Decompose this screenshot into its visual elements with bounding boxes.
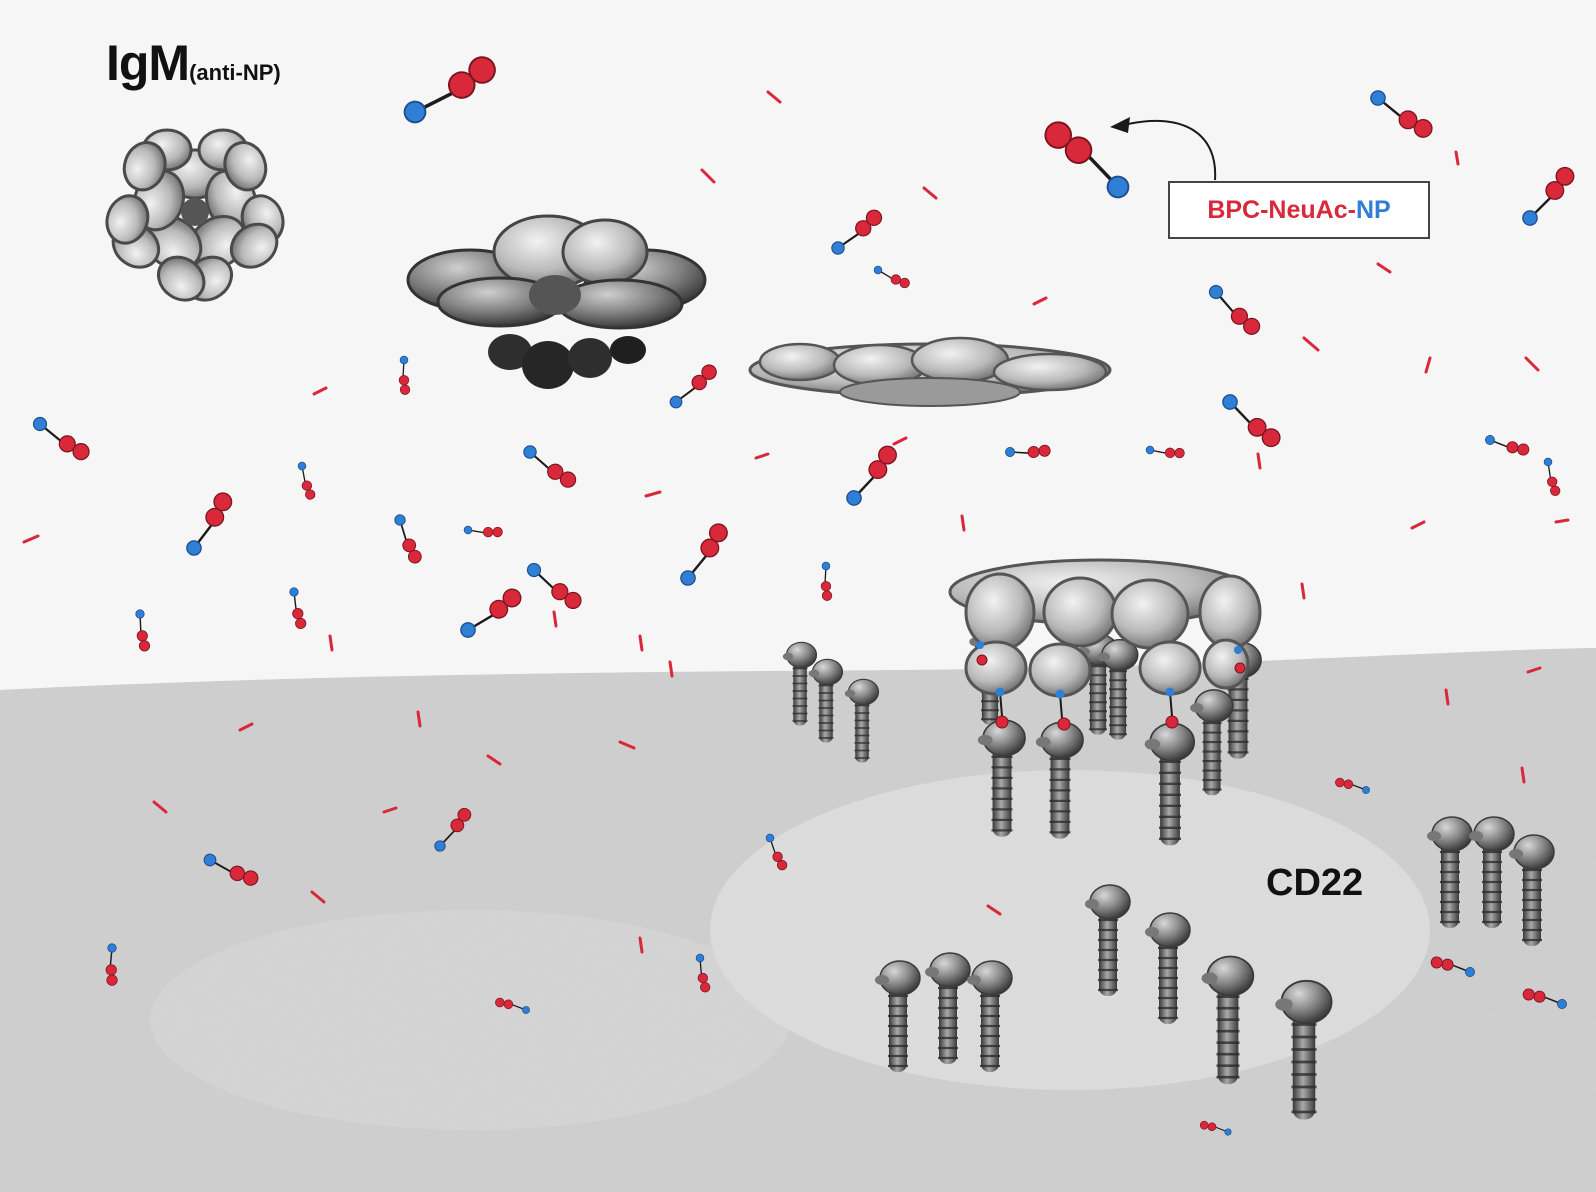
igm-top-view: [99, 128, 291, 311]
ligand-legend-box: BPC-NeuAc-NP: [1168, 181, 1430, 239]
igm-tilted-view: [406, 214, 707, 389]
cell-membrane: [0, 648, 1596, 1192]
legend-bpc-neuac: BPC-NeuAc: [1207, 195, 1348, 224]
igm-cd22-complex: [948, 558, 1263, 847]
ligand-fragments: [22, 90, 1570, 954]
igm-label-sub: (anti-NP): [189, 60, 281, 85]
legend-dash: -: [1347, 195, 1356, 224]
igm-label-main: IgM: [106, 35, 190, 91]
cd22-label: CD22: [1266, 862, 1364, 904]
legend-np: NP: [1355, 195, 1391, 224]
igm-label: IgM(anti-NP): [106, 34, 281, 92]
legend-pointer-arrow: [1110, 117, 1217, 181]
igm-side-view: [748, 336, 1112, 407]
